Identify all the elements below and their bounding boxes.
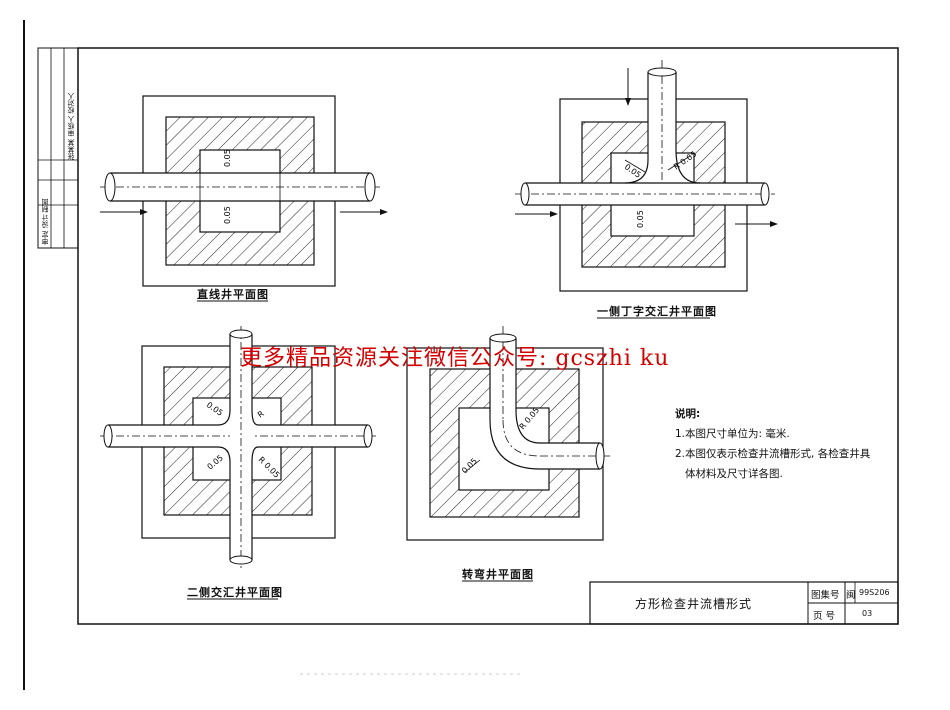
notes-item-2: 2.本图仅表示检查井流槽形式, 各检查井具	[675, 448, 871, 460]
svg-text:0.05: 0.05	[223, 206, 232, 224]
atlas-label: 图集号	[811, 590, 840, 601]
straight-well-plan: 0.05 0.05	[100, 95, 388, 287]
cross-well-title: 二侧交汇井平面图	[187, 586, 283, 599]
straight-well-title: 直线井平面图	[197, 288, 269, 301]
notes-item-2-cont: 体材料及尺寸详各图.	[685, 468, 783, 480]
svg-text:0.05: 0.05	[636, 210, 645, 228]
svg-text:R: R	[256, 409, 266, 420]
notes-heading: 说明:	[675, 408, 701, 420]
cross-junction-well-plan: 0.05 0.05 R R 0.05	[100, 326, 376, 568]
drawing-frame	[77, 47, 899, 625]
atlas-number: 99S206	[859, 588, 890, 597]
notes-item-1: 1.本图尺寸单位为: 毫米.	[675, 428, 790, 440]
watermark-text: 更多精品资源关注微信公众号: gcszhi ku	[240, 346, 670, 371]
notes-block: 说明: 1.本图尺寸单位为: 毫米. 2.本图仅表示检查井流槽形式, 各检查井具…	[675, 404, 870, 484]
sidebar-names: 张某某 审核人 校对人	[67, 92, 75, 160]
bend-well-plan: 0.05 R 0.05	[406, 326, 610, 541]
atlas-prefix: 闽	[846, 590, 856, 601]
title-block	[589, 581, 899, 625]
tee-well-title: 一侧丁字交汇井平面图	[597, 305, 717, 318]
tee-junction-well-plan: 0.05 R 0.05 0.05	[515, 60, 778, 292]
drawing-title: 方形检查井流槽形式	[635, 597, 753, 611]
sidebar-roles: 审定 设计 制图	[41, 198, 49, 245]
page-label: 页 号	[813, 611, 836, 622]
svg-text:0.05: 0.05	[223, 149, 232, 167]
bend-well-title: 转弯井平面图	[462, 568, 534, 581]
page-number: 03	[862, 609, 873, 618]
